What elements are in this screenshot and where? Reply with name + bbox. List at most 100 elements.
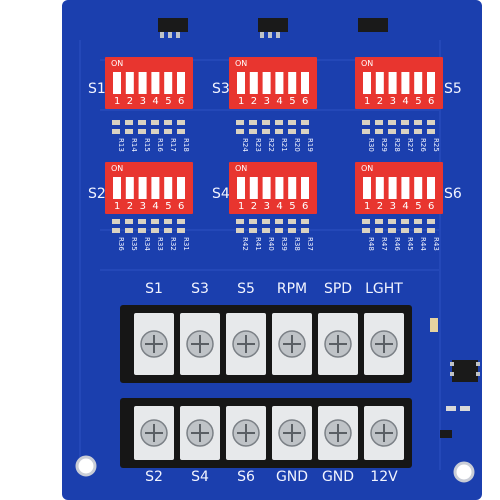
resistor-designator: R20 [293, 138, 301, 152]
smd-resistor [401, 219, 409, 224]
dip-slider[interactable] [401, 177, 410, 199]
resistor-designator: R25 [432, 138, 440, 152]
dip-slider[interactable] [262, 72, 271, 94]
dip-slider[interactable] [363, 72, 371, 94]
dip-slider[interactable] [237, 72, 245, 94]
dip-switch-on-label: ON [235, 164, 247, 173]
dip-slider[interactable] [363, 177, 371, 199]
dip-slider[interactable] [375, 177, 384, 199]
smd-resistor [362, 219, 370, 224]
smd-resistor [401, 120, 409, 125]
resistor-designator: R21 [280, 138, 288, 152]
dip-position-number: 6 [302, 96, 308, 107]
dip-position-number: 4 [152, 96, 158, 107]
dip-slider[interactable] [414, 72, 423, 94]
dip-switch-on-label: ON [361, 164, 373, 173]
terminal-label: RPM [277, 281, 307, 297]
dip-slider[interactable] [113, 177, 121, 199]
resistor-designator: R39 [280, 237, 288, 251]
dip-slider[interactable] [125, 72, 134, 94]
smd-resistor [125, 228, 133, 233]
smd-resistor [288, 219, 296, 224]
dip-slider[interactable] [275, 177, 284, 199]
dip-slider[interactable] [262, 177, 271, 199]
dip-position-number: 4 [276, 96, 282, 107]
dip-slider[interactable] [164, 177, 173, 199]
dip-slider[interactable] [177, 72, 185, 94]
terminal-label: GND [322, 469, 354, 485]
smd-resistor [288, 120, 296, 125]
switch-label: S6 [444, 186, 462, 202]
smd-resistor [427, 120, 435, 125]
smd-resistor [177, 120, 185, 125]
resistor-designator: R38 [293, 237, 301, 251]
dip-position-number: 6 [302, 201, 308, 212]
resistor-designator: R48 [367, 237, 375, 251]
resistor-designator: R15 [143, 138, 151, 152]
resistor-designator: R24 [241, 138, 249, 152]
dip-slider[interactable] [249, 72, 258, 94]
dip-slider[interactable] [427, 177, 435, 199]
dip-slider[interactable] [113, 72, 121, 94]
smd-resistor [414, 129, 422, 134]
resistor-designator: R17 [169, 138, 177, 152]
dip-slider[interactable] [388, 72, 397, 94]
dip-switch-body [355, 162, 443, 214]
dip-slider[interactable] [427, 72, 435, 94]
dip-slider[interactable] [151, 177, 160, 199]
smd-resistor [249, 228, 257, 233]
dip-position-number: 5 [289, 201, 295, 212]
dip-slider[interactable] [138, 177, 147, 199]
smd-resistor [262, 228, 270, 233]
dip-slider[interactable] [375, 72, 384, 94]
resistor-designator: R28 [393, 138, 401, 152]
resistor-designator: R41 [254, 237, 262, 251]
smd-resistor [236, 219, 244, 224]
dip-slider[interactable] [151, 72, 160, 94]
switch-label: S3 [212, 81, 230, 97]
dip-slider[interactable] [237, 177, 245, 199]
terminal-label: S3 [191, 281, 209, 297]
dip-slider[interactable] [249, 177, 258, 199]
dip-slider[interactable] [301, 177, 309, 199]
dip-slider[interactable] [275, 72, 284, 94]
dip-slider[interactable] [401, 72, 410, 94]
terminal-label: S6 [237, 469, 255, 485]
dip-slider[interactable] [414, 177, 423, 199]
switch-label: S5 [444, 81, 462, 97]
dip-slider[interactable] [177, 177, 185, 199]
dip-slider[interactable] [164, 72, 173, 94]
smd-resistor [288, 129, 296, 134]
smd-resistor [125, 120, 133, 125]
smd-resistor [427, 129, 435, 134]
resistor-designator: R35 [130, 237, 138, 251]
dip-slider[interactable] [301, 72, 309, 94]
dip-switch-body [229, 57, 317, 109]
smd-resistor [401, 129, 409, 134]
dip-slider[interactable] [288, 72, 297, 94]
resistor-designator: R23 [254, 138, 262, 152]
dip-slider[interactable] [388, 177, 397, 199]
smd-resistor [375, 129, 383, 134]
dip-slider[interactable] [288, 177, 297, 199]
smd-resistor [138, 219, 146, 224]
dip-slider[interactable] [138, 72, 147, 94]
dip-position-number: 5 [415, 96, 421, 107]
smd-resistor [249, 120, 257, 125]
smd-resistor [262, 129, 270, 134]
smd-resistor [249, 129, 257, 134]
smd-resistor [249, 219, 257, 224]
smd-resistor [164, 219, 172, 224]
dip-slider[interactable] [125, 177, 134, 199]
